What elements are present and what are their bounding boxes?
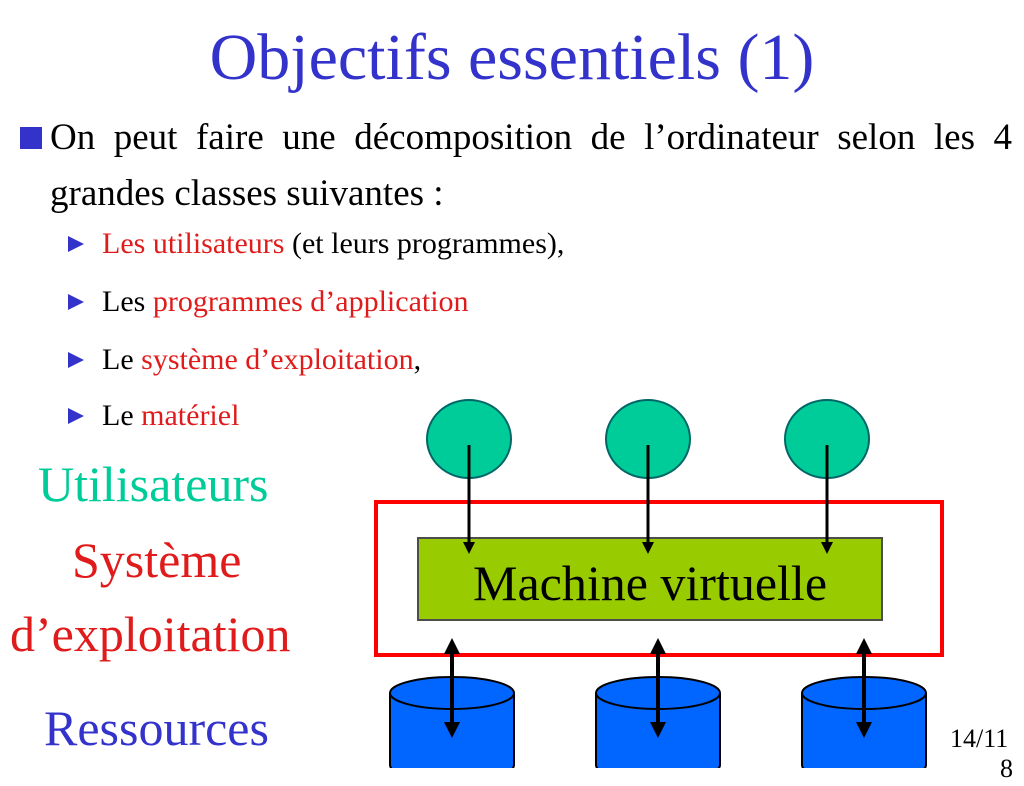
intro-text: On peut faire une décomposition de l’ord… — [50, 117, 1012, 214]
virtual-machine-box: Machine virtuelle — [417, 537, 883, 621]
item-pre: Le — [102, 343, 142, 376]
list-item-hardware: Le matériel — [68, 396, 239, 436]
item-highlight: Les utilisateurs — [102, 227, 285, 260]
square-bullet-icon — [20, 127, 42, 149]
item-pre: Les — [102, 285, 153, 318]
label-os-line2: d’exploitation — [10, 606, 291, 662]
page-number-overflow: 8 — [1000, 754, 1013, 783]
item-post: , — [413, 343, 422, 376]
list-item-applications: Les programmes d’application — [68, 282, 469, 322]
slide-title: Objectifs essentiels (1) — [209, 21, 815, 94]
vm-label: Machine virtuelle — [473, 555, 827, 611]
list-item-os: Le système d’exploitation, — [68, 340, 421, 380]
item-highlight: système d’exploitation — [141, 343, 414, 376]
item-post: (et leurs programmes), — [284, 227, 565, 260]
triangle-bullet-icon — [68, 294, 84, 311]
item-highlight: matériel — [141, 399, 240, 432]
list-item-users: Les utilisateurs (et leurs programmes), — [68, 224, 564, 264]
item-pre: Le — [102, 399, 142, 432]
triangle-bullet-icon — [68, 352, 84, 369]
label-users: Utilisateurs — [38, 456, 269, 512]
intro-bullet: On peut faire une décomposition de l’ord… — [20, 110, 1012, 222]
architecture-diagram: Machine virtuelle — [374, 399, 944, 768]
label-resources: Ressources — [44, 700, 269, 756]
page-number: 14/11 — [950, 724, 1009, 753]
item-highlight: programmes d’application — [152, 285, 469, 318]
triangle-bullet-icon — [68, 408, 84, 425]
label-os-line1: Système — [72, 532, 242, 588]
triangle-bullet-icon — [68, 236, 84, 253]
